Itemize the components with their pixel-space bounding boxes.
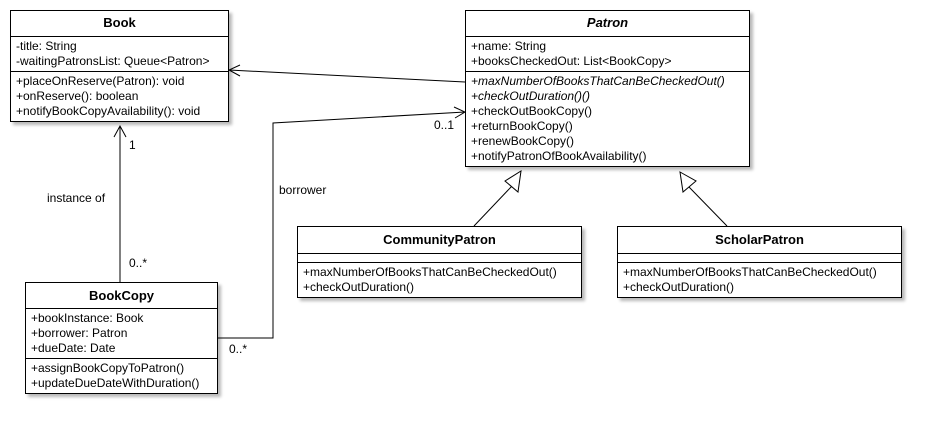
operation: +notifyPatronOfBookAvailability() [471,149,647,163]
label-book-multiplicity: 1 [129,138,136,152]
label-bookcopy-book-multiplicity: 0..* [129,256,148,270]
generalization-scholar [688,186,728,227]
attribute: +dueDate: Date [31,341,116,355]
label-bookcopy-patron-multiplicity: 0..* [229,342,248,356]
operation: +renewBookCopy() [471,134,575,148]
class-community-patron[interactable]: CommunityPatron +maxNumberOfBooksThatCan… [297,226,582,298]
operation: +onReserve(): boolean [16,89,139,103]
class-scholar-patron[interactable]: ScholarPatron +maxNumberOfBooksThatCanBe… [617,226,902,298]
class-patron-attributes: +name: String +booksCheckedOut: List<Boo… [466,37,749,72]
attribute: +name: String [471,39,547,53]
class-community-patron-attributes [298,254,581,263]
label-patron-multiplicity: 0..1 [434,118,455,132]
generalization-community [473,185,513,227]
class-scholar-patron-attributes [618,254,901,263]
arrowhead-book-instance [113,124,127,138]
label-borrower: borrower [279,183,327,197]
abstract-operation: +checkOutDuration()() [471,89,591,103]
class-community-patron-name: CommunityPatron [298,227,581,254]
class-scholar-patron-name: ScholarPatron [618,227,901,254]
label-instance-of: instance of [47,191,106,205]
operation: +assignBookCopyToPatron() [31,361,185,375]
operation: +returnBookCopy() [471,119,573,133]
attribute: -title: String [16,39,77,53]
abstract-operation: +maxNumberOfBooksThatCanBeCheckedOut() [471,74,725,88]
class-book[interactable]: Book -title: String -waitingPatronsList:… [10,10,229,122]
association-bookcopy-patron [218,111,466,339]
operation: +maxNumberOfBooksThatCanBeCheckedOut() [623,265,877,279]
class-book-name: Book [11,11,228,37]
operation: +checkOutBookCopy() [471,104,593,118]
class-book-operations: +placeOnReserve(Patron): void +onReserve… [11,72,228,121]
class-book-copy-name: BookCopy [26,283,217,309]
generalization-triangle-community [504,170,522,193]
operation: +notifyBookCopyAvailability(): void [16,104,201,118]
class-book-copy[interactable]: BookCopy +bookInstance: Book +borrower: … [25,282,218,394]
attribute: -waitingPatronsList: Queue<Patron> [16,54,210,68]
operation: +checkOutDuration() [623,280,735,294]
class-community-patron-operations: +maxNumberOfBooksThatCanBeCheckedOut() +… [298,263,581,297]
association-patron-book [228,69,466,83]
attribute: +bookInstance: Book [31,311,144,325]
generalization-triangle-scholar [679,171,697,193]
class-scholar-patron-operations: +maxNumberOfBooksThatCanBeCheckedOut() +… [618,263,901,297]
class-book-copy-attributes: +bookInstance: Book +borrower: Patron +d… [26,309,217,359]
class-patron[interactable]: Patron +name: String +booksCheckedOut: L… [465,10,750,167]
operation: +placeOnReserve(Patron): void [16,74,185,88]
arrowhead-book [227,64,241,77]
class-book-attributes: -title: String -waitingPatronsList: Queu… [11,37,228,72]
class-book-copy-operations: +assignBookCopyToPatron() +updateDueDate… [26,359,217,393]
operation: +maxNumberOfBooksThatCanBeCheckedOut() [303,265,557,279]
attribute: +borrower: Patron [31,326,128,340]
class-patron-name: Patron [466,11,749,37]
operation: +checkOutDuration() [303,280,415,294]
class-patron-operations: +maxNumberOfBooksThatCanBeCheckedOut() +… [466,72,749,166]
operation: +updateDueDateWithDuration() [31,376,200,390]
attribute: +booksCheckedOut: List<BookCopy> [471,54,672,68]
